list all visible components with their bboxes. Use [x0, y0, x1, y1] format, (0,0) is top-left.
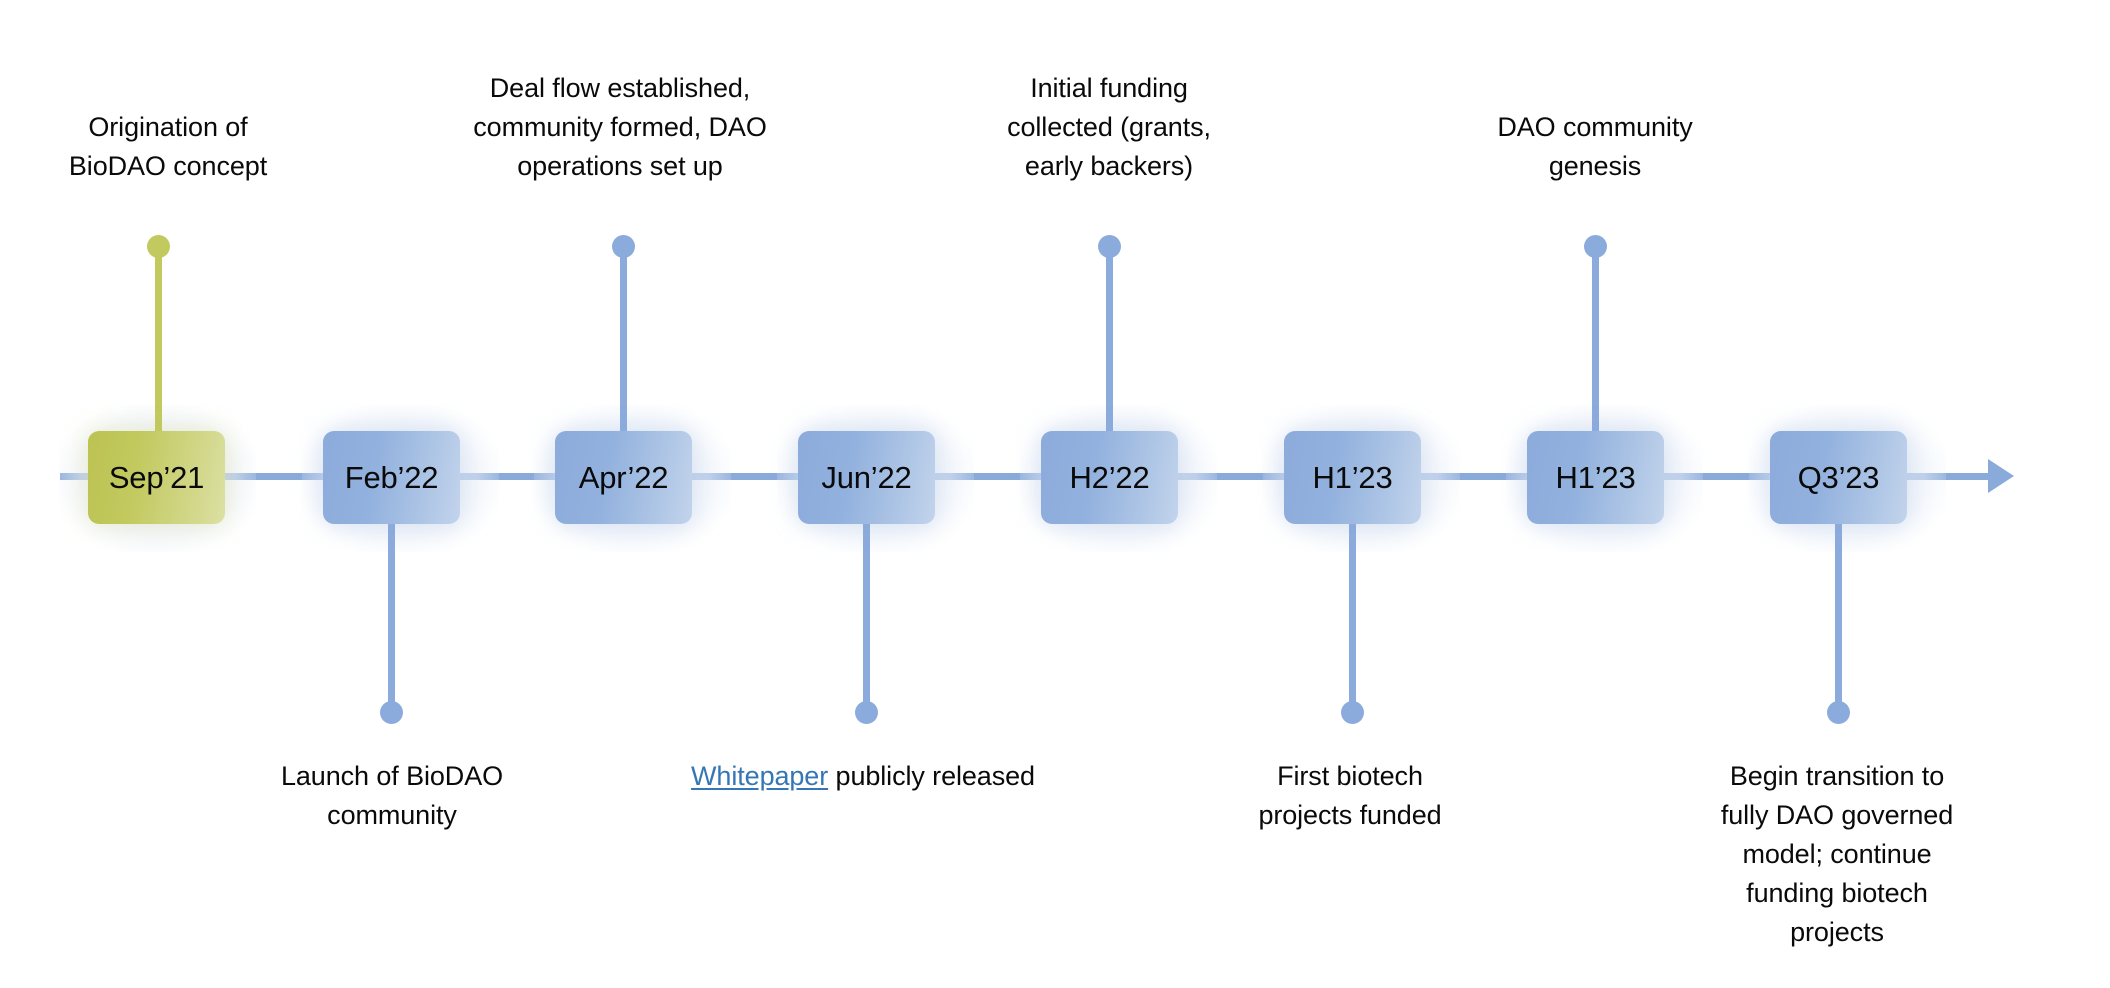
milestone-node-q3-23[interactable]: Q3’23	[1770, 431, 1907, 524]
dot-h1-23-a	[1341, 701, 1364, 724]
annotation-line: collected (grants,	[1007, 112, 1211, 142]
dot-h2-22	[1098, 235, 1121, 258]
annotation-line: Begin transition to	[1729, 761, 1945, 791]
annotation-line: funding biotech	[1746, 878, 1928, 908]
milestone-node-h1-23-b[interactable]: H1’23	[1527, 431, 1664, 524]
annotation-jun-22: Whitepaper publicly released	[690, 757, 1036, 796]
dot-q3-23	[1827, 701, 1850, 724]
timeline-arrow-right-icon	[1988, 459, 2014, 493]
annotation-h1-23-b: DAO community genesis	[1424, 108, 1766, 186]
annotation-line: model; continue	[1742, 839, 1932, 869]
milestone-node-h1-23-a[interactable]: H1’23	[1284, 431, 1421, 524]
stem-h1-23-b	[1592, 256, 1599, 446]
milestone-date-label: Sep’21	[108, 459, 205, 495]
annotation-feb-22: Launch of BioDAO community	[214, 757, 570, 835]
annotation-line: Launch of BioDAO	[280, 761, 504, 791]
annotation-line: DAO community	[1497, 112, 1693, 142]
dot-jun-22	[855, 701, 878, 724]
annotation-apr-22: Deal flow established, community formed,…	[425, 69, 815, 186]
milestone-date-label: Q3’23	[1797, 459, 1880, 495]
milestone-date-label: H1’23	[1312, 459, 1393, 495]
annotation-line: community formed, DAO	[473, 112, 767, 142]
milestone-date-label: Jun’22	[821, 459, 912, 495]
annotation-line: Initial funding	[1030, 73, 1188, 103]
annotation-line: genesis	[1548, 151, 1642, 181]
annotation-q3-23: Begin transition to fully DAO governed m…	[1676, 757, 1998, 952]
annotation-h1-23-a: First biotech projects funded	[1192, 757, 1508, 835]
annotation-line: First biotech	[1277, 761, 1423, 791]
milestone-date-label: H2’22	[1069, 459, 1150, 495]
milestone-node-h2-22[interactable]: H2’22	[1041, 431, 1178, 524]
dot-apr-22	[612, 235, 635, 258]
whitepaper-link[interactable]: Whitepaper	[691, 761, 829, 791]
annotation-line: BioDAO concept	[68, 151, 268, 181]
milestone-node-apr-22[interactable]: Apr’22	[555, 431, 692, 524]
stem-h2-22	[1106, 256, 1113, 446]
annotation-line: Deal flow established,	[489, 73, 751, 103]
annotation-line: projects	[1790, 917, 1884, 947]
annotation-h2-22: Initial funding collected (grants, early…	[944, 69, 1274, 186]
stem-q3-23	[1835, 512, 1842, 708]
stem-apr-22	[620, 256, 627, 446]
stem-jun-22	[863, 512, 870, 708]
stem-feb-22	[388, 512, 395, 708]
stem-h1-23-a	[1349, 512, 1356, 708]
dot-sep-21	[147, 235, 170, 258]
annotation-line: early backers)	[1024, 151, 1194, 181]
milestone-date-label: H1’23	[1555, 459, 1636, 495]
milestone-date-label: Apr’22	[578, 459, 669, 495]
annotation-line: Origination of	[88, 112, 248, 142]
milestone-date-label: Feb’22	[344, 459, 439, 495]
annotation-sep-21: Origination of BioDAO concept	[0, 108, 346, 186]
annotation-rest: publicly released	[828, 761, 1036, 791]
annotation-line: fully DAO governed	[1720, 800, 1954, 830]
dot-h1-23-b	[1584, 235, 1607, 258]
annotation-line: projects funded	[1258, 800, 1442, 830]
dot-feb-22	[380, 701, 403, 724]
milestone-node-feb-22[interactable]: Feb’22	[323, 431, 460, 524]
annotation-whitepaper-line: Whitepaper publicly released	[690, 757, 1036, 796]
annotation-line: operations set up	[517, 151, 723, 181]
milestone-node-sep-21[interactable]: Sep’21	[88, 431, 225, 524]
milestone-node-jun-22[interactable]: Jun’22	[798, 431, 935, 524]
annotation-line: community	[327, 800, 457, 830]
stem-sep-21	[155, 256, 162, 446]
